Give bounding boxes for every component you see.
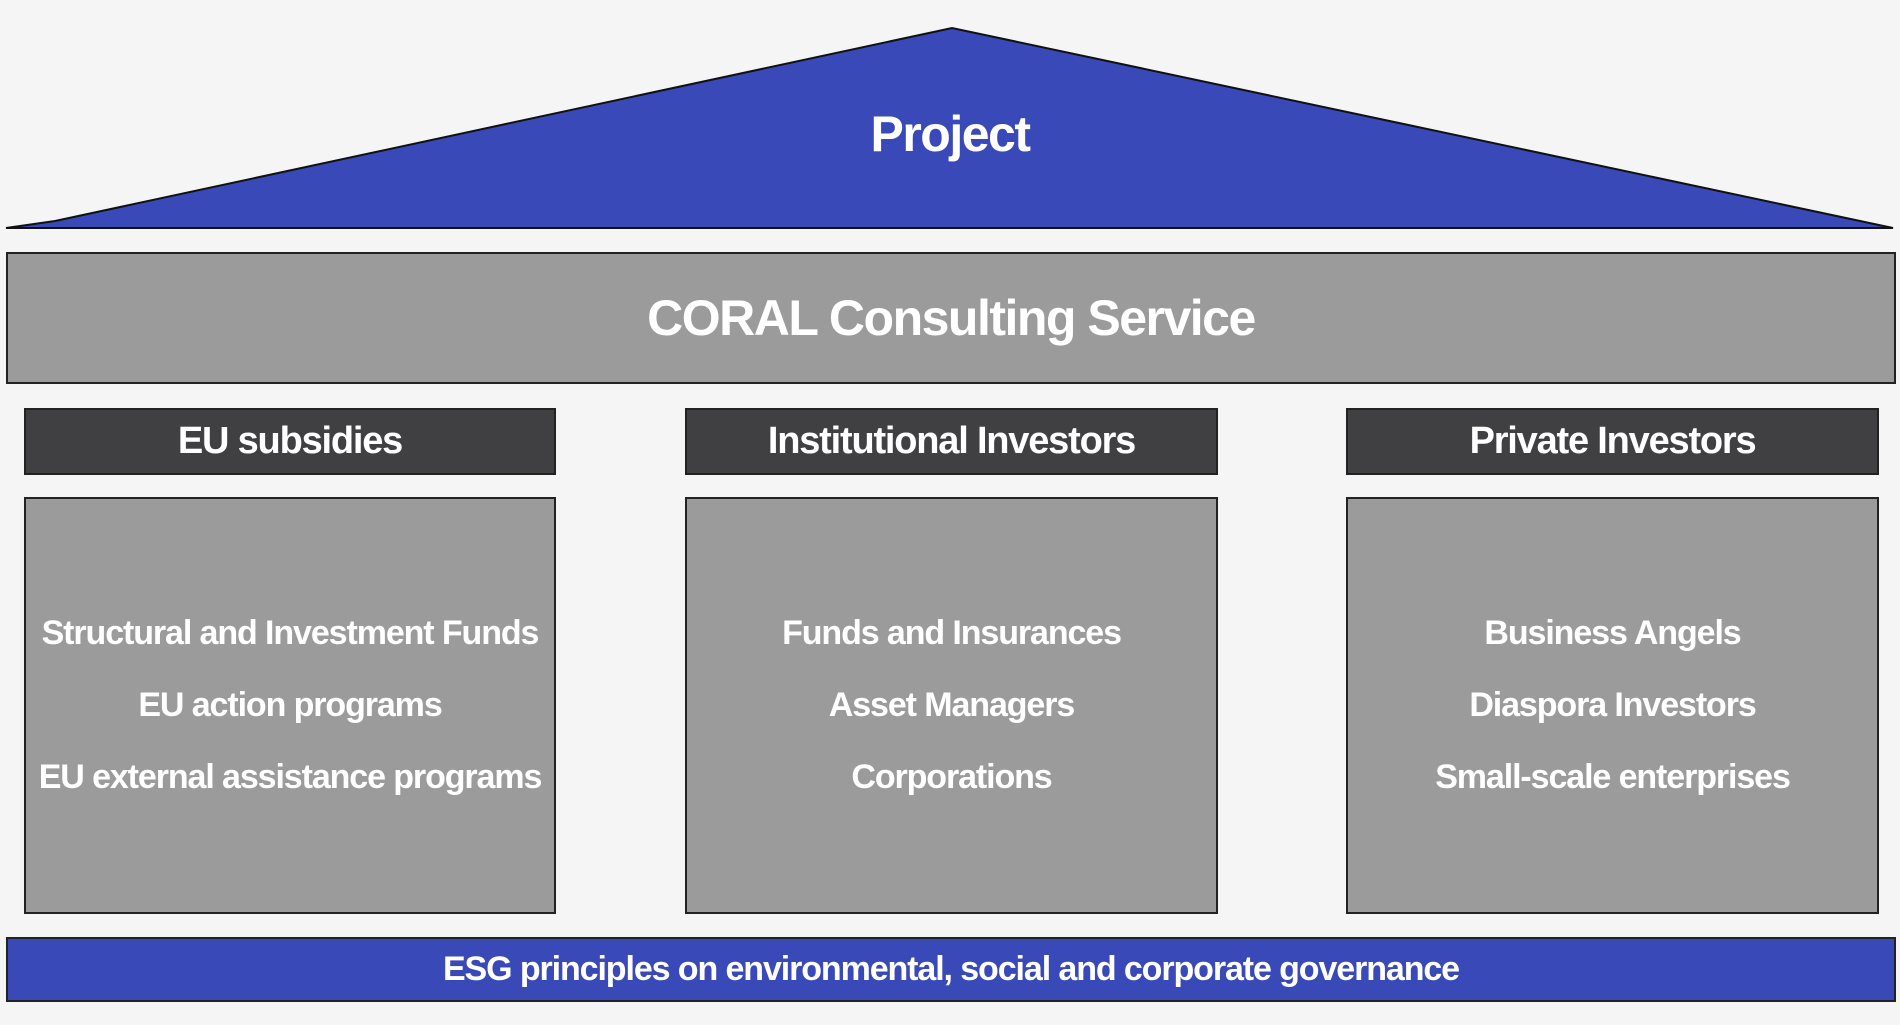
pillar-item: Structural and Investment Funds bbox=[41, 614, 540, 652]
pillar-item: Funds and Insurances bbox=[782, 614, 1122, 652]
pillar-box-eu-subsidies: Structural and Investment Funds EU actio… bbox=[24, 497, 556, 914]
pillar-box-institutional-investors: Funds and Insurances Asset Managers Corp… bbox=[685, 497, 1218, 914]
pillar-item: Small-scale enterprises bbox=[1435, 758, 1791, 796]
project-roof bbox=[5, 26, 1894, 229]
coral-consulting-band: CORAL Consulting Service bbox=[6, 252, 1896, 384]
pillar-item: Asset Managers bbox=[828, 686, 1075, 724]
pillar-header-eu-subsidies: EU subsidies bbox=[24, 408, 556, 475]
pillar-item: Diaspora Investors bbox=[1469, 686, 1756, 724]
pillar-item: Corporations bbox=[851, 758, 1052, 796]
project-title: Project bbox=[870, 106, 1031, 162]
pillar-item: EU action programs bbox=[138, 686, 442, 724]
pillar-header-private-investors: Private Investors bbox=[1346, 408, 1879, 475]
pillar-box-private-investors: Business Angels Diaspora Investors Small… bbox=[1346, 497, 1879, 914]
pillar-item: Business Angels bbox=[1484, 614, 1741, 652]
pillar-header-institutional-investors: Institutional Investors bbox=[685, 408, 1218, 475]
esg-foundation: ESG principles on environmental, social … bbox=[6, 937, 1896, 1002]
pillar-item: EU external assistance programs bbox=[38, 758, 543, 796]
